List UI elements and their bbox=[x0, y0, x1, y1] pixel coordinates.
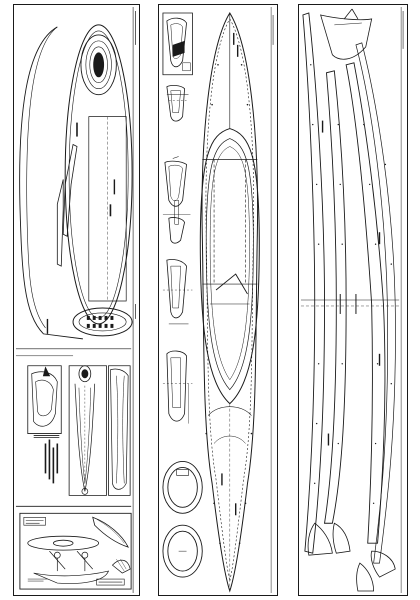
hull-panel-parts bbox=[301, 13, 399, 563]
kayak-perspective bbox=[93, 517, 128, 547]
stern-parts bbox=[308, 523, 395, 591]
cockpit-plan-view bbox=[65, 25, 132, 336]
sheet-1-drawing bbox=[14, 5, 139, 595]
brand-logo bbox=[24, 517, 46, 525]
section-views-column bbox=[163, 13, 193, 424]
bow-plate-part bbox=[321, 9, 372, 59]
drawing-sheet-3 bbox=[298, 4, 408, 596]
footer-stamp bbox=[97, 579, 125, 585]
sheet-2-drawing bbox=[159, 5, 277, 595]
drawing-sheet-1 bbox=[13, 4, 140, 596]
kayak-plan-sketch bbox=[28, 536, 99, 550]
sheet-3-drawing bbox=[299, 5, 407, 595]
side-strip-parts bbox=[47, 145, 77, 334]
illustration-panel bbox=[20, 513, 131, 589]
stitch-holes-panels bbox=[310, 64, 392, 505]
coaming-rim-outline bbox=[20, 27, 83, 339]
stitch-holes bbox=[205, 64, 253, 544]
lower-parts-panel bbox=[28, 366, 130, 496]
hatch-covers bbox=[163, 461, 202, 577]
drawing-sheet-2 bbox=[158, 4, 278, 596]
paddlers-sketch bbox=[34, 551, 130, 583]
deck-plan-view bbox=[200, 13, 259, 591]
